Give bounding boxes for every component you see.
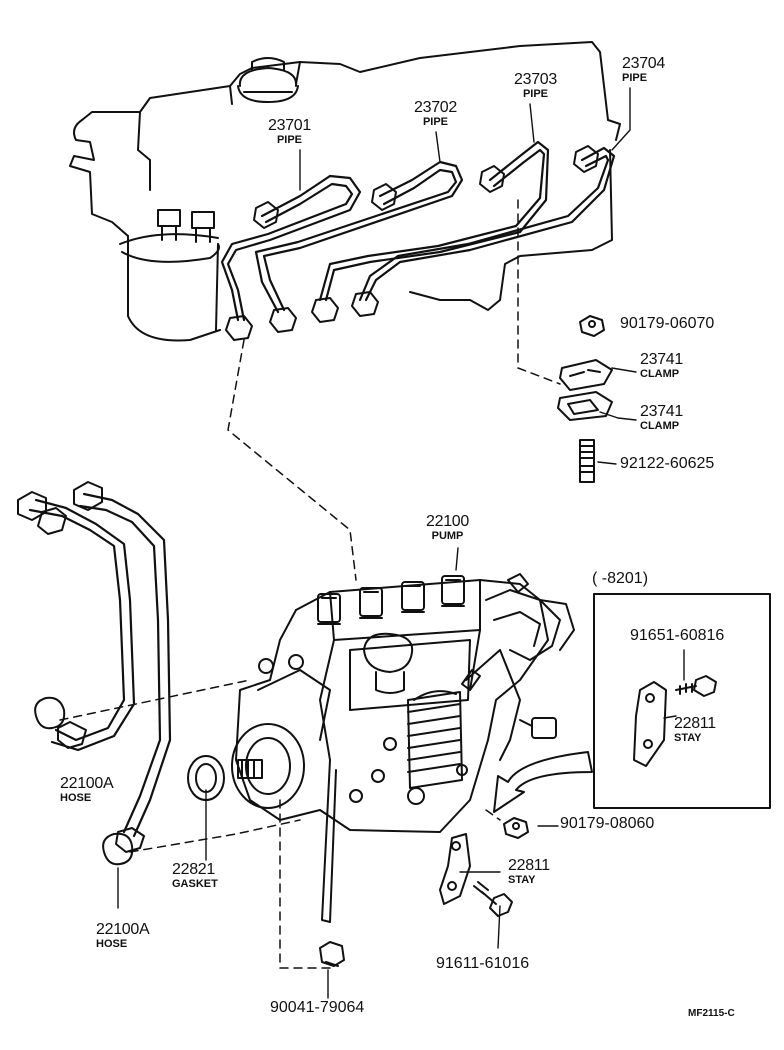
label-92122-60625: 92122-60625 xyxy=(620,455,715,472)
hose-lines xyxy=(28,492,172,838)
bolt-91611-61016 xyxy=(473,881,513,917)
label-90179-08060: 90179-08060 xyxy=(560,815,655,832)
nut-90179-06070 xyxy=(579,315,605,337)
assembly-dashed-lines xyxy=(59,199,561,969)
label-23701: 23701 PIPE xyxy=(268,117,311,146)
label-22100A-hose-upper: 22100A HOSE xyxy=(60,775,114,804)
engine-head-outline xyxy=(69,41,621,342)
label-91651-60816: 91651-60816 xyxy=(630,627,725,644)
serial-range-box xyxy=(593,593,771,809)
pump-lever-rod xyxy=(321,759,337,923)
label-90179-06070: 90179-06070 xyxy=(620,315,715,332)
pump-side-linkage xyxy=(461,573,575,761)
clamp-upper xyxy=(559,359,613,391)
bolt-91651-60816 xyxy=(675,675,717,697)
pump-mounting-bolts xyxy=(258,654,468,805)
oil-filler-cap xyxy=(237,57,299,103)
label-23703: 23703 PIPE xyxy=(514,71,557,100)
pump-bellows xyxy=(407,690,463,789)
direction-arrow xyxy=(493,751,593,813)
pipe-nuts xyxy=(225,145,599,341)
stud-92122-60625 xyxy=(579,439,595,483)
label-23741-upper: 23741 CLAMP xyxy=(640,351,683,380)
hose-fittings xyxy=(17,481,145,866)
pump-delivery-valves xyxy=(317,575,465,625)
filter-bolts xyxy=(119,209,219,245)
label-22811-upper: 22811 STAY xyxy=(674,715,716,744)
label-22821-gasket: 22821 GASKET xyxy=(172,861,218,890)
label-22811-lower: 22811 STAY xyxy=(508,857,550,886)
label-91611-61016: 91611-61016 xyxy=(436,955,530,972)
serial-range-note: ( -8201) xyxy=(592,570,649,587)
diagram-code: MF2115-C xyxy=(688,1008,735,1019)
gasket-22821 xyxy=(187,755,225,801)
drain-bolt-90041-79064 xyxy=(319,941,345,967)
label-22100A-hose-lower: 22100A HOSE xyxy=(96,921,150,950)
stay-22811-lower xyxy=(439,833,471,905)
clamp-lower xyxy=(557,391,613,421)
callout-leaders xyxy=(117,87,685,999)
label-23702: 23702 PIPE xyxy=(414,99,457,128)
label-23704: 23704 PIPE xyxy=(622,55,665,84)
injection-pipes xyxy=(220,140,616,322)
nut-90179-08060 xyxy=(503,817,529,839)
label-22100-pump: 22100 PUMP xyxy=(426,513,469,542)
label-90041-79064: 90041-79064 xyxy=(270,999,365,1016)
pump-drive-flange xyxy=(231,723,305,809)
stay-22811-upper xyxy=(633,681,667,767)
label-23741-lower: 23741 CLAMP xyxy=(640,403,683,432)
